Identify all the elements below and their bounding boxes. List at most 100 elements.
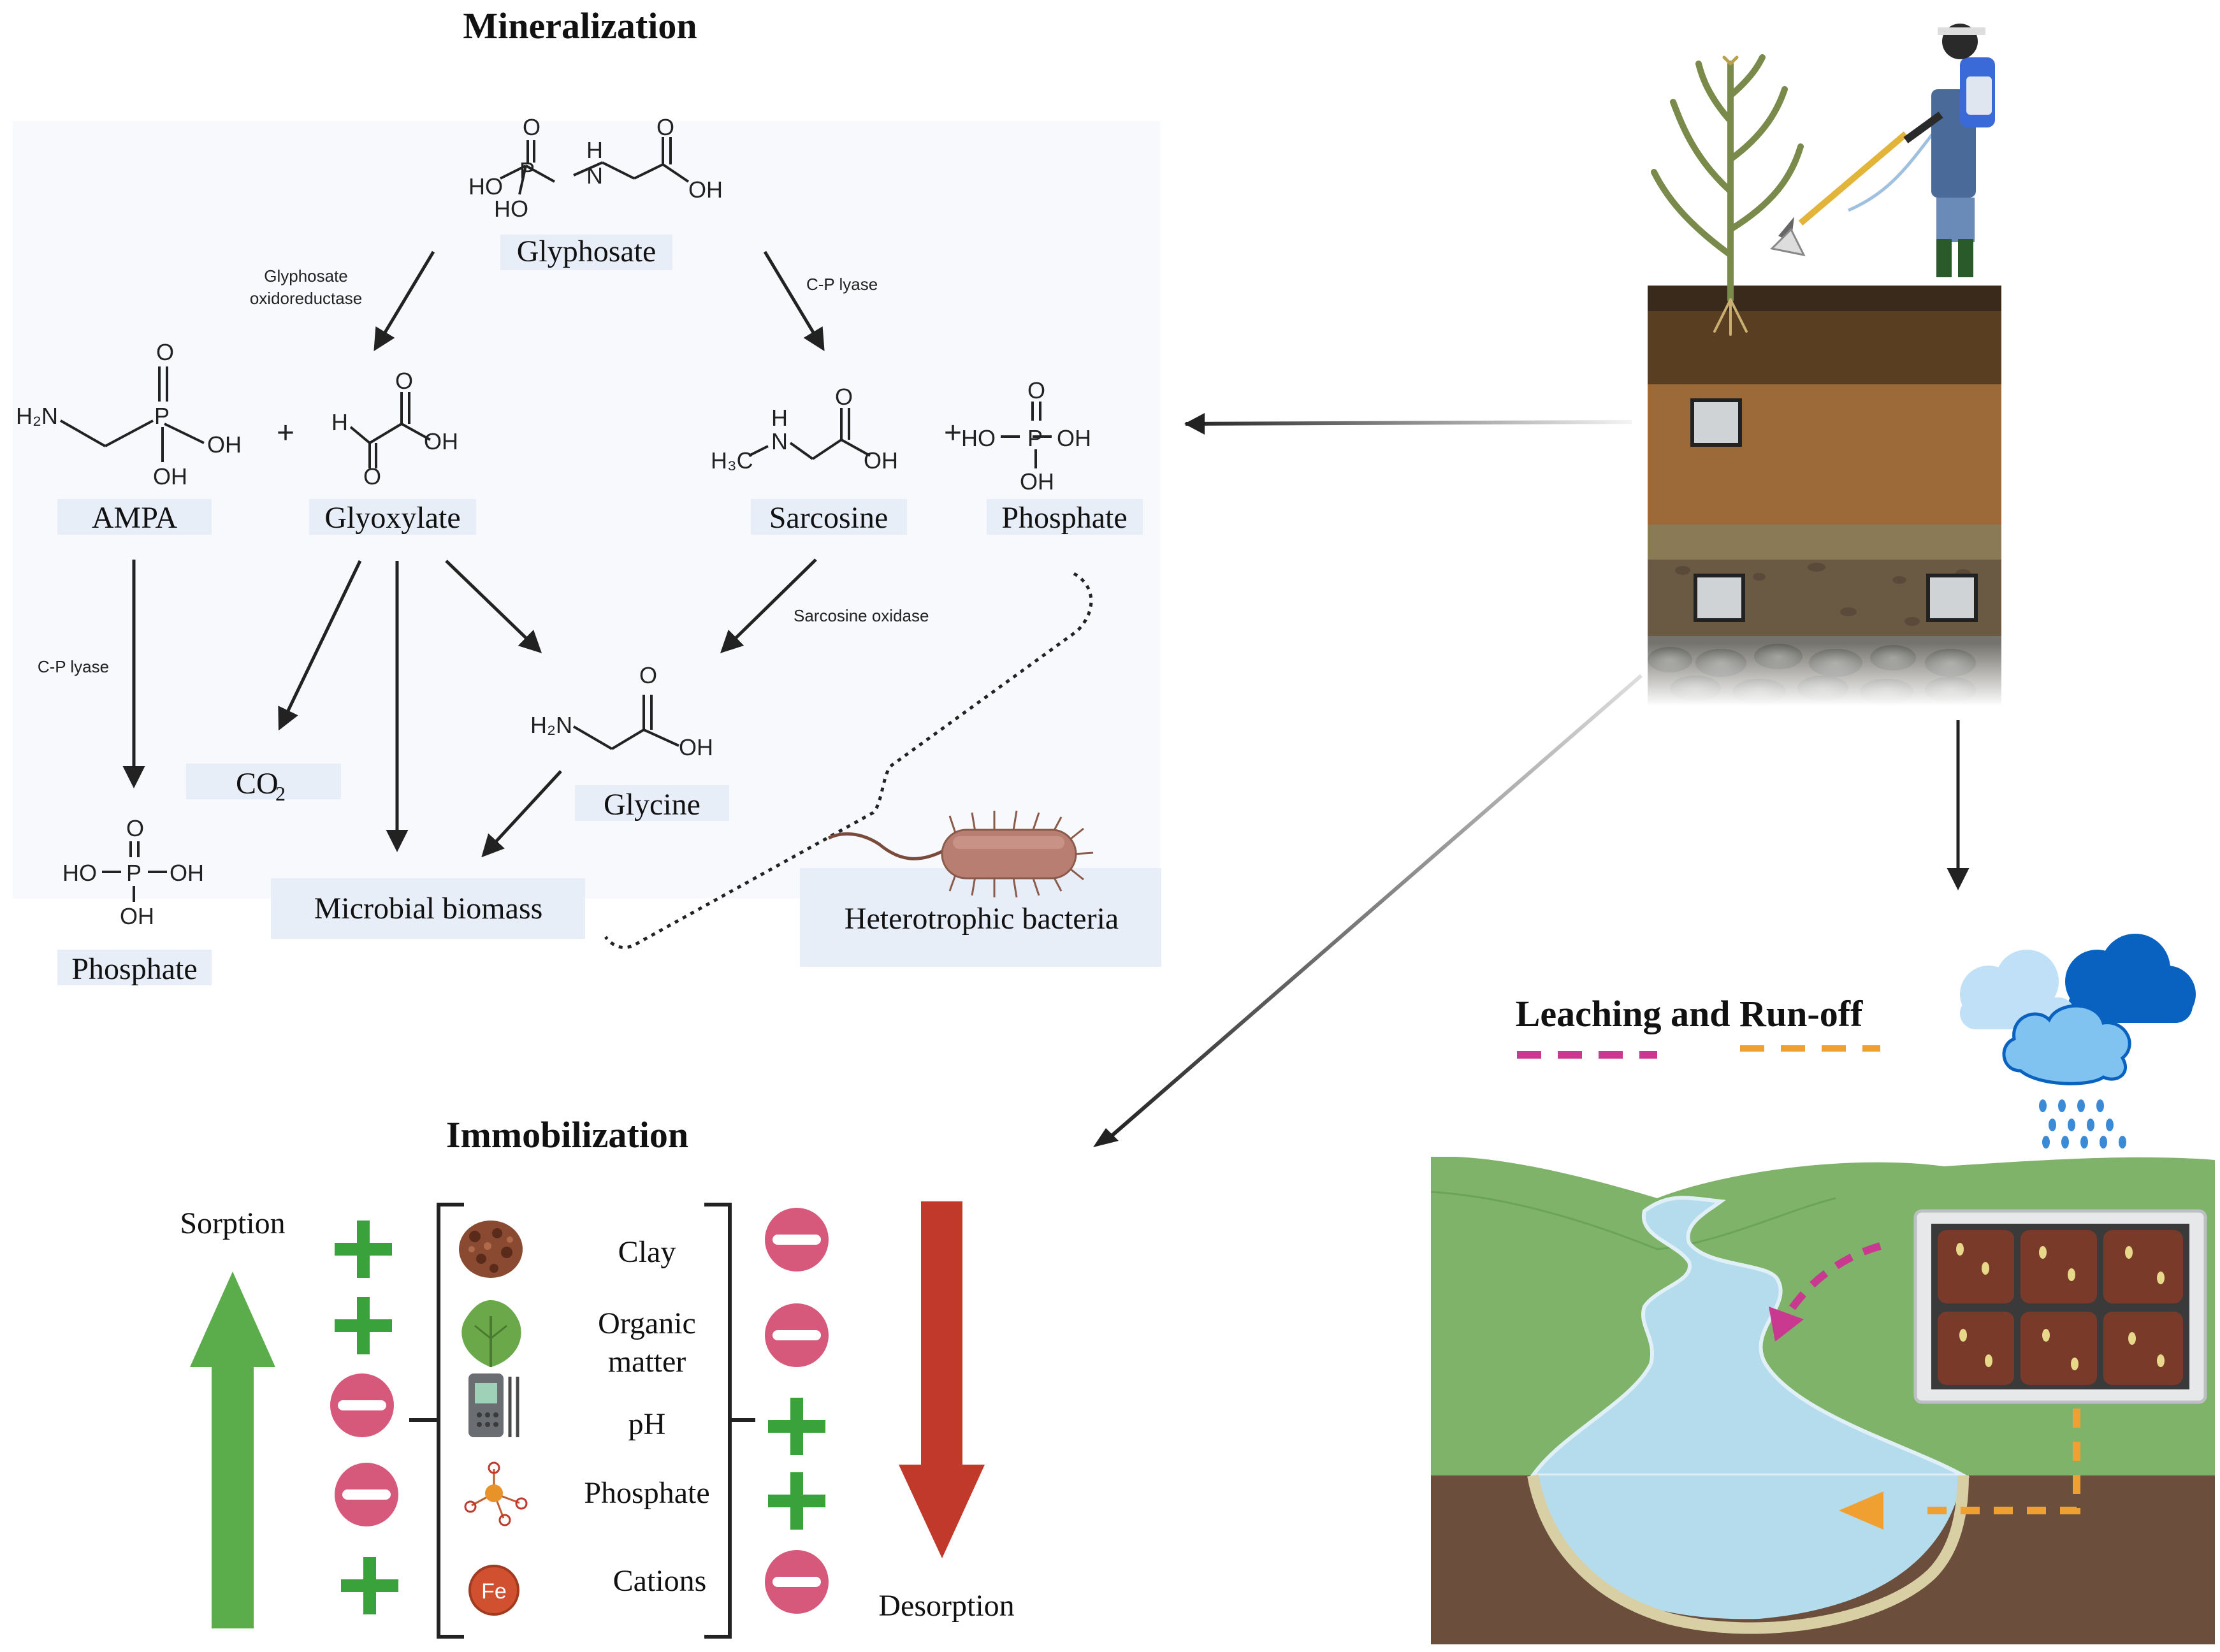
left-bracket xyxy=(437,1203,464,1639)
co2-subscript: 2 xyxy=(275,782,286,805)
factor-label-cations: Cations xyxy=(613,1564,707,1598)
atom-label: O xyxy=(156,339,174,365)
sarcosine-atoms: H N H₃C O OH xyxy=(711,384,898,474)
atom-label: OH xyxy=(120,903,154,929)
atom-label: OH xyxy=(1057,425,1091,451)
atom-label: O xyxy=(523,114,540,140)
atom-label: HO xyxy=(468,173,503,199)
glycine-label-bg xyxy=(575,785,729,821)
ampa-label: AMPA xyxy=(92,501,178,535)
plus-sign: + xyxy=(277,416,294,450)
sorption-plus-sign xyxy=(341,1557,398,1614)
microbial-biomass-label: Microbial biomass xyxy=(314,892,543,925)
sarcosine-label: Sarcosine xyxy=(769,501,889,535)
factor-row-organic-matter: Organic matter xyxy=(335,1297,829,1379)
atom-label: O xyxy=(126,815,144,841)
enzyme-label: C-P lyase xyxy=(806,275,878,294)
phosphate-top-label: Phosphate xyxy=(1001,501,1127,535)
atom-label: H xyxy=(331,409,348,435)
atom-label: OH xyxy=(153,463,187,489)
enzyme-label: oxidoreductase xyxy=(250,289,362,308)
phosphate-left-label: Phosphate xyxy=(71,952,197,986)
landscape-scene xyxy=(1430,1156,2215,1644)
glyoxylate-label-bg xyxy=(309,499,476,535)
arrow-sarcosine-to-glycine xyxy=(720,558,817,653)
atom-label: P xyxy=(154,403,170,429)
glyphosate-structure xyxy=(500,137,690,195)
glyphosate-label: Glyphosate xyxy=(517,235,657,268)
sarcosine-label-bg xyxy=(751,499,907,535)
runoff-flow-arrow xyxy=(1919,1409,2080,1514)
glycine-atoms: H₂N O OH xyxy=(530,662,713,760)
arrow-glyphosate-to-ampa xyxy=(374,250,435,352)
ampa-structure xyxy=(60,366,205,462)
factor-label-clay: Clay xyxy=(618,1235,676,1269)
desorption-minus-sign xyxy=(765,1208,829,1272)
glyoxylate-atoms: H O OH O xyxy=(331,368,458,489)
atom-label: OH xyxy=(1020,468,1054,495)
desorption-label: Desorption xyxy=(878,1589,1014,1623)
co2-label: CO xyxy=(236,767,279,801)
glyoxylate-structure xyxy=(349,392,431,468)
soil-sample-marker xyxy=(1690,398,1742,447)
soil-sample-marker xyxy=(1926,574,1978,622)
phosphate-top-structure xyxy=(1001,402,1052,468)
arrow-head xyxy=(1093,1128,1119,1147)
mineralization-title: Mineralization xyxy=(463,5,697,47)
atom-label: OH xyxy=(170,860,204,886)
co2-label-bg xyxy=(186,764,341,799)
arrow-soil-to-mineralization xyxy=(1185,420,1632,426)
atom-label: OH xyxy=(424,428,458,454)
arrow-soil-to-immobilization xyxy=(1105,674,1643,1143)
atom-label: HO xyxy=(961,425,996,451)
immobilization-title: Immobilization xyxy=(446,1114,688,1156)
sorption-label: Sorption xyxy=(180,1206,285,1240)
arrow-glyoxylate-to-glycine xyxy=(445,560,542,653)
atom-label: HO xyxy=(62,860,97,886)
desorption-plus-sign xyxy=(768,1398,825,1455)
rain-cloud-icon xyxy=(1960,934,2196,1148)
sorption-minus-sign xyxy=(330,1373,394,1437)
sarcosine-structure xyxy=(748,408,871,460)
ampa-atoms: O H₂N P OH OH xyxy=(16,339,242,489)
atom-label: H₂N xyxy=(16,403,58,429)
microbial-biomass-bg xyxy=(271,878,585,939)
factor-row-cations: Fe Cations xyxy=(341,1550,829,1616)
sorption-minus-sign xyxy=(335,1463,398,1526)
clay-icon xyxy=(459,1221,523,1278)
enzyme-label: C-P lyase xyxy=(38,657,109,676)
phosphate-left-structure xyxy=(102,841,167,902)
atom-label: P xyxy=(519,157,535,184)
atom-label: O xyxy=(363,463,381,489)
factor-label-organic: Organic xyxy=(598,1307,696,1340)
atom-label: H₂N xyxy=(530,712,572,738)
factor-row-ph: pH xyxy=(330,1373,825,1455)
soil-profile xyxy=(1648,286,2001,706)
factor-row-phosphate: Phosphate xyxy=(335,1461,825,1530)
enzyme-label: Glyphosate xyxy=(264,266,348,286)
atom-label: OH xyxy=(207,431,242,458)
phosphate-left-atoms: O HO P OH OH xyxy=(62,815,204,929)
factor-label-ph: pH xyxy=(628,1407,666,1441)
arrow-glyoxylate-to-co2 xyxy=(278,560,362,731)
leaching-title: Leaching and Run-off xyxy=(1516,993,1863,1034)
atom-label: O xyxy=(835,384,853,410)
sorption-plus-sign xyxy=(335,1221,392,1278)
glyoxylate-label: Glyoxylate xyxy=(324,501,460,535)
atom-label: N xyxy=(771,428,788,454)
atom-label: H xyxy=(586,137,603,163)
phosphate-molecule-icon xyxy=(464,1461,528,1526)
bacteria-panel xyxy=(800,868,1161,967)
phosphate-top-label-bg xyxy=(987,499,1143,535)
leaf-icon xyxy=(461,1300,521,1367)
glyphosate-label-bg xyxy=(500,235,672,270)
enzyme-label: Sarcosine oxidase xyxy=(794,606,929,625)
right-bracket xyxy=(704,1203,732,1639)
glycine-structure xyxy=(572,695,679,750)
atom-label: P xyxy=(126,860,141,886)
phosphate-left-label-bg xyxy=(57,950,212,985)
atom-label: O xyxy=(657,114,674,140)
bacterium-icon xyxy=(827,810,1094,898)
ampa-label-bg xyxy=(57,499,212,535)
